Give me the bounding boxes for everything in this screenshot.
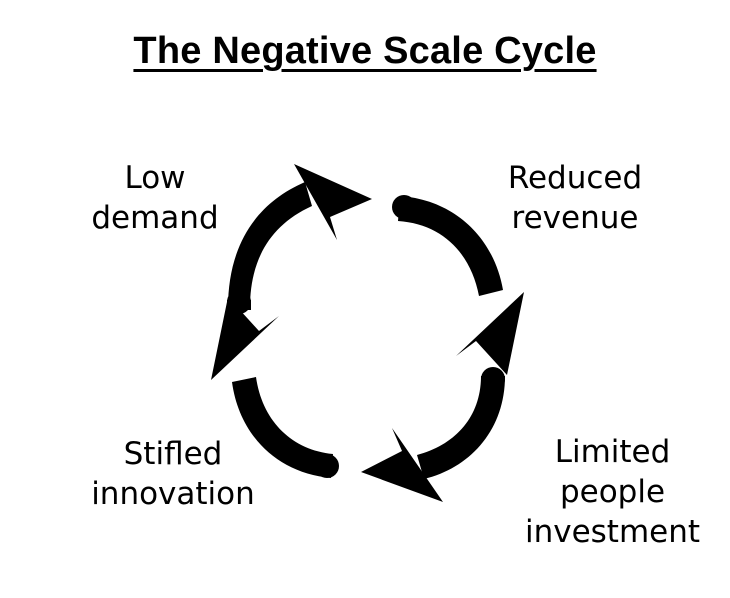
arrow-bottom-left	[211, 297, 339, 478]
node-label-limited-people-investment: Limited people investment	[524, 434, 701, 550]
arrow-top-right	[392, 195, 524, 375]
arrow-bottom-right	[361, 367, 505, 502]
node-label-reduced-revenue: Reduced revenue	[507, 160, 643, 236]
node-label-low-demand: Low demand	[91, 160, 219, 236]
page-title: The Negative Scale Cycle	[133, 30, 597, 72]
node-label-stifled-innovation: Stifled innovation	[91, 436, 255, 512]
